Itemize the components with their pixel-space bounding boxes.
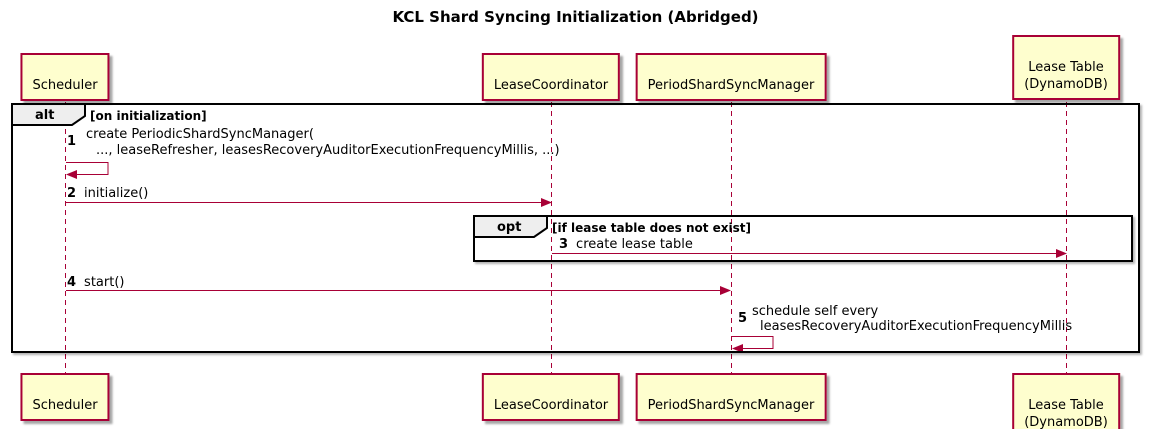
participant-lease-table-bottom: Lease Table (DynamoDB) <box>1012 373 1120 429</box>
participant-lease-coordinator-label: LeaseCoordinator <box>493 398 609 413</box>
alt-frame: alt [on initialization] <box>11 103 1140 353</box>
message-5-self-arrow <box>732 336 774 353</box>
participant-lease-table-top: Lease Table (DynamoDB) <box>1012 35 1120 100</box>
alt-frame-label-pentagon <box>11 103 86 126</box>
message-2-arrow <box>66 198 552 207</box>
message-5-text-line2: leasesRecoveryAuditorExecutionFrequencyM… <box>760 319 1073 334</box>
participant-period-shard-sync-manager-label: PeriodShardSyncManager <box>647 78 815 93</box>
opt-frame-condition: [if lease table does not exist] <box>552 221 752 235</box>
message-1-text-line2: ..., leaseRefresher, leasesRecoveryAudit… <box>96 143 560 158</box>
message-1-number: 1 <box>67 134 77 149</box>
message-4-arrow <box>66 286 731 295</box>
participant-scheduler-bottom: Scheduler <box>20 373 110 421</box>
diagram-title: KCL Shard Syncing Initialization (Abridg… <box>392 8 759 26</box>
participant-scheduler-label: Scheduler <box>32 78 98 93</box>
alt-frame-condition: [on initialization] <box>90 109 207 123</box>
message-5-number: 5 <box>738 311 748 326</box>
participant-lease-table-label: Lease Table (DynamoDB) <box>1024 398 1108 429</box>
participant-lease-coordinator-top: LeaseCoordinator <box>481 53 621 101</box>
message-3-label: 3 create lease table <box>559 237 693 252</box>
message-1-self-arrow <box>66 162 109 179</box>
opt-frame: opt [if lease table does not exist] <box>473 215 1133 262</box>
participant-lease-table-label: Lease Table (DynamoDB) <box>1024 60 1108 92</box>
message-1-text-line1: create PeriodicShardSyncManager( <box>86 127 314 142</box>
message-2-number: 2 <box>67 186 77 201</box>
participant-scheduler-top: Scheduler <box>20 53 110 101</box>
message-2-label: 2 initialize() <box>67 186 148 201</box>
participant-lease-coordinator-label: LeaseCoordinator <box>493 78 609 93</box>
message-4-number: 4 <box>67 275 77 290</box>
message-3-text: create lease table <box>576 237 693 252</box>
opt-frame-operator: opt <box>497 220 522 235</box>
participant-scheduler-label: Scheduler <box>32 398 98 413</box>
message-4-text: start() <box>84 275 125 290</box>
opt-frame-label-pentagon <box>473 215 548 238</box>
message-4-label: 4 start() <box>67 275 124 290</box>
participant-period-shard-sync-manager-label: PeriodShardSyncManager <box>647 398 815 413</box>
participant-period-shard-sync-manager-top: PeriodShardSyncManager <box>635 53 827 101</box>
participant-period-shard-sync-manager-bottom: PeriodShardSyncManager <box>635 373 827 421</box>
participant-lease-coordinator-bottom: LeaseCoordinator <box>481 373 621 421</box>
message-5-text-line1: schedule self every <box>752 304 879 319</box>
message-2-text: initialize() <box>84 186 149 201</box>
message-3-arrow <box>552 249 1067 258</box>
message-3-number: 3 <box>559 237 569 252</box>
alt-frame-operator: alt <box>35 108 55 123</box>
